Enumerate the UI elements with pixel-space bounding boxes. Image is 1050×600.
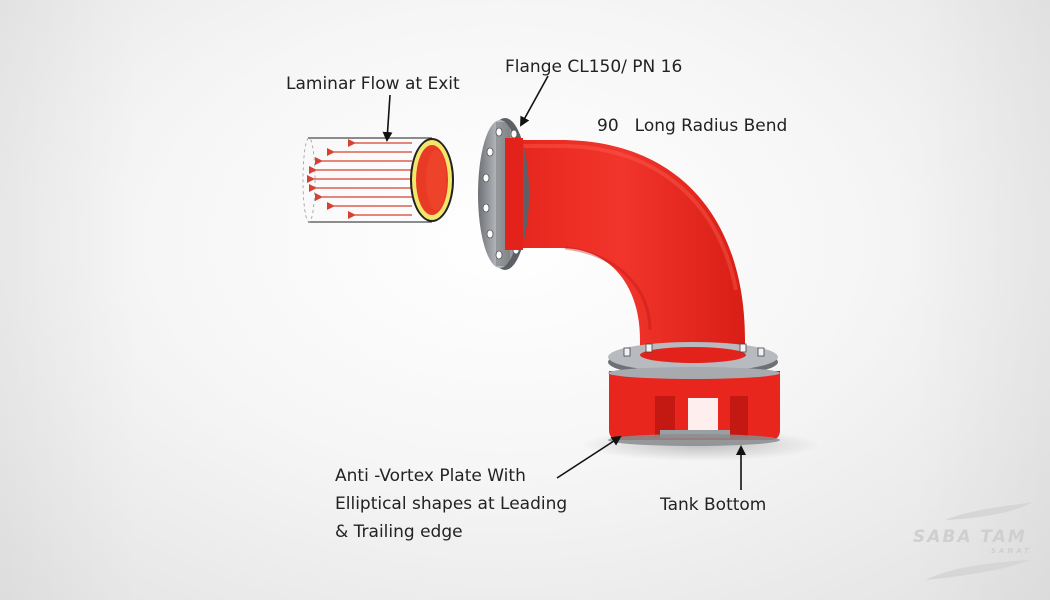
anti-vortex-label-line2: Elliptical shapes at Leading xyxy=(335,494,568,514)
bend-text: Long Radius Bend xyxy=(634,116,788,136)
exit-pipe xyxy=(302,137,454,223)
watermark-logo: SABA TAM SANAT xyxy=(905,500,1045,590)
flange-label: Flange CL150/ PN 16 xyxy=(505,57,683,77)
laminar-flow-label: Laminar Flow at Exit xyxy=(286,74,460,94)
flange xyxy=(478,118,529,270)
background-shade-left xyxy=(0,0,140,600)
anti-vortex-label-line1: Anti -Vortex Plate With xyxy=(335,466,526,486)
bend-label: 90 Long Radius Bend xyxy=(597,112,787,140)
flow-arrows xyxy=(307,139,412,219)
watermark-sub: SANAT xyxy=(991,547,1032,555)
watermark-swoosh xyxy=(925,502,1033,580)
flange-callout-arrow xyxy=(520,75,549,127)
tank-bottom-label: Tank Bottom xyxy=(660,495,767,515)
anti-vortex-callout-arrow xyxy=(556,435,622,479)
anti-vortex-plate xyxy=(608,367,780,446)
anti-vortex-label-line3: & Trailing edge xyxy=(335,522,463,542)
bend-angle: 90 xyxy=(597,116,619,136)
watermark-name: SABA TAM xyxy=(913,527,1027,547)
anti-vortex-label: Anti -Vortex Plate With Elliptical shape… xyxy=(335,462,567,546)
callout-arrows xyxy=(382,75,746,490)
laminar-callout-arrow xyxy=(382,94,393,142)
long-radius-bend xyxy=(495,140,745,352)
